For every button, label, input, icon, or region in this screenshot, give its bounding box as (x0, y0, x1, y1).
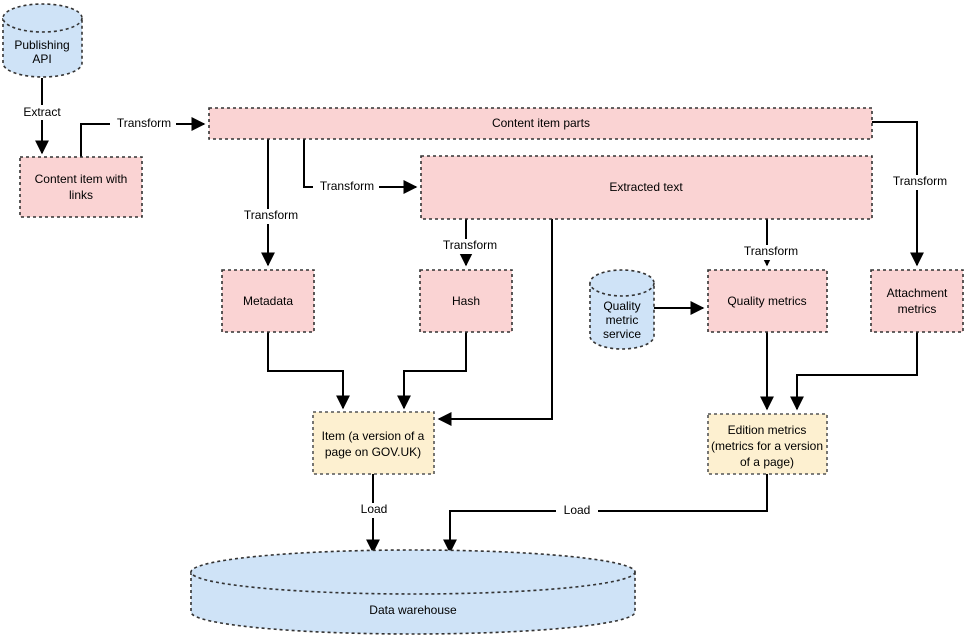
node-label: Quality (603, 299, 640, 313)
node-label: metric (606, 313, 639, 327)
node-label: metrics (898, 302, 937, 316)
node-label: page on GOV.UK) (325, 445, 421, 459)
edge-label-transform-attachment-metrics: Transform (886, 174, 952, 190)
node-publishing-api[interactable]: Publishing API (2, 3, 83, 78)
svg-text:Transform: Transform (893, 174, 947, 188)
node-quality-metric-service[interactable]: Quality metric service (589, 269, 655, 350)
node-label: Attachment (887, 286, 948, 300)
svg-text:Transform: Transform (244, 208, 298, 222)
node-label: API (32, 52, 51, 66)
node-content-item-parts[interactable]: Content item parts (208, 107, 873, 140)
node-label: Data warehouse (369, 603, 457, 617)
edge-load-edition-metrics (443, 474, 768, 554)
node-attachment-metrics[interactable]: Attachment metrics (870, 269, 964, 333)
node-quality-metrics[interactable]: Quality metrics (707, 269, 828, 333)
edge-label-transform-hash: Transform (436, 238, 502, 254)
node-metadata[interactable]: Metadata (221, 269, 315, 333)
node-label: Hash (452, 294, 480, 308)
node-data-warehouse[interactable]: Data warehouse (190, 549, 636, 635)
node-label: Edition metrics (728, 423, 807, 437)
node-extracted-text[interactable]: Extracted text (420, 155, 873, 220)
svg-text:Load: Load (564, 503, 591, 517)
node-label: Metadata (243, 294, 293, 308)
edge-hash-to-item (397, 332, 467, 410)
node-label: service (603, 327, 641, 341)
edge-extracted-text-to-item (437, 219, 553, 426)
node-label: Quality metrics (727, 294, 806, 308)
edge-label-load-item: Load (353, 502, 395, 518)
edge-label-extract: Extract (18, 105, 66, 120)
node-hash[interactable]: Hash (419, 269, 513, 333)
node-item[interactable]: Item (a version of a page on GOV.UK) (312, 411, 435, 475)
node-edition-metrics[interactable]: Edition metrics (metrics for a version o… (707, 413, 828, 475)
svg-text:Transform: Transform (320, 179, 374, 193)
node-label: Extracted text (609, 180, 683, 194)
node-label: of a page) (740, 455, 794, 469)
node-label: (metrics for a version (711, 439, 823, 453)
node-content-item-with-links[interactable]: Content item with links (19, 156, 143, 218)
node-label: Content item parts (492, 116, 590, 130)
edge-transform-attachment-metrics (872, 121, 924, 267)
node-label: Content item with (35, 172, 128, 186)
node-label: Publishing (14, 38, 69, 52)
svg-text:Load: Load (361, 502, 388, 516)
edge-attachment-metrics-to-edition (790, 332, 918, 411)
edge-metadata-to-item (267, 332, 350, 410)
svg-text:Transform: Transform (117, 116, 171, 130)
edge-labels-layer: Extract Transform Transform Transform Tr… (18, 105, 952, 519)
svg-text:Extract: Extract (23, 105, 61, 119)
svg-text:Transform: Transform (744, 244, 798, 258)
node-label: Item (a version of a (322, 429, 425, 443)
svg-text:Transform: Transform (443, 238, 497, 252)
edge-label-transform-parts: Transform (110, 116, 176, 132)
edge-label-transform-quality-metrics: Transform (737, 244, 803, 260)
edge-label-transform-metadata: Transform (237, 208, 303, 224)
edge-label-transform-extracted-text: Transform (313, 179, 379, 195)
node-label: links (69, 188, 93, 202)
edge-label-load-edition-metrics: Load (556, 503, 598, 519)
